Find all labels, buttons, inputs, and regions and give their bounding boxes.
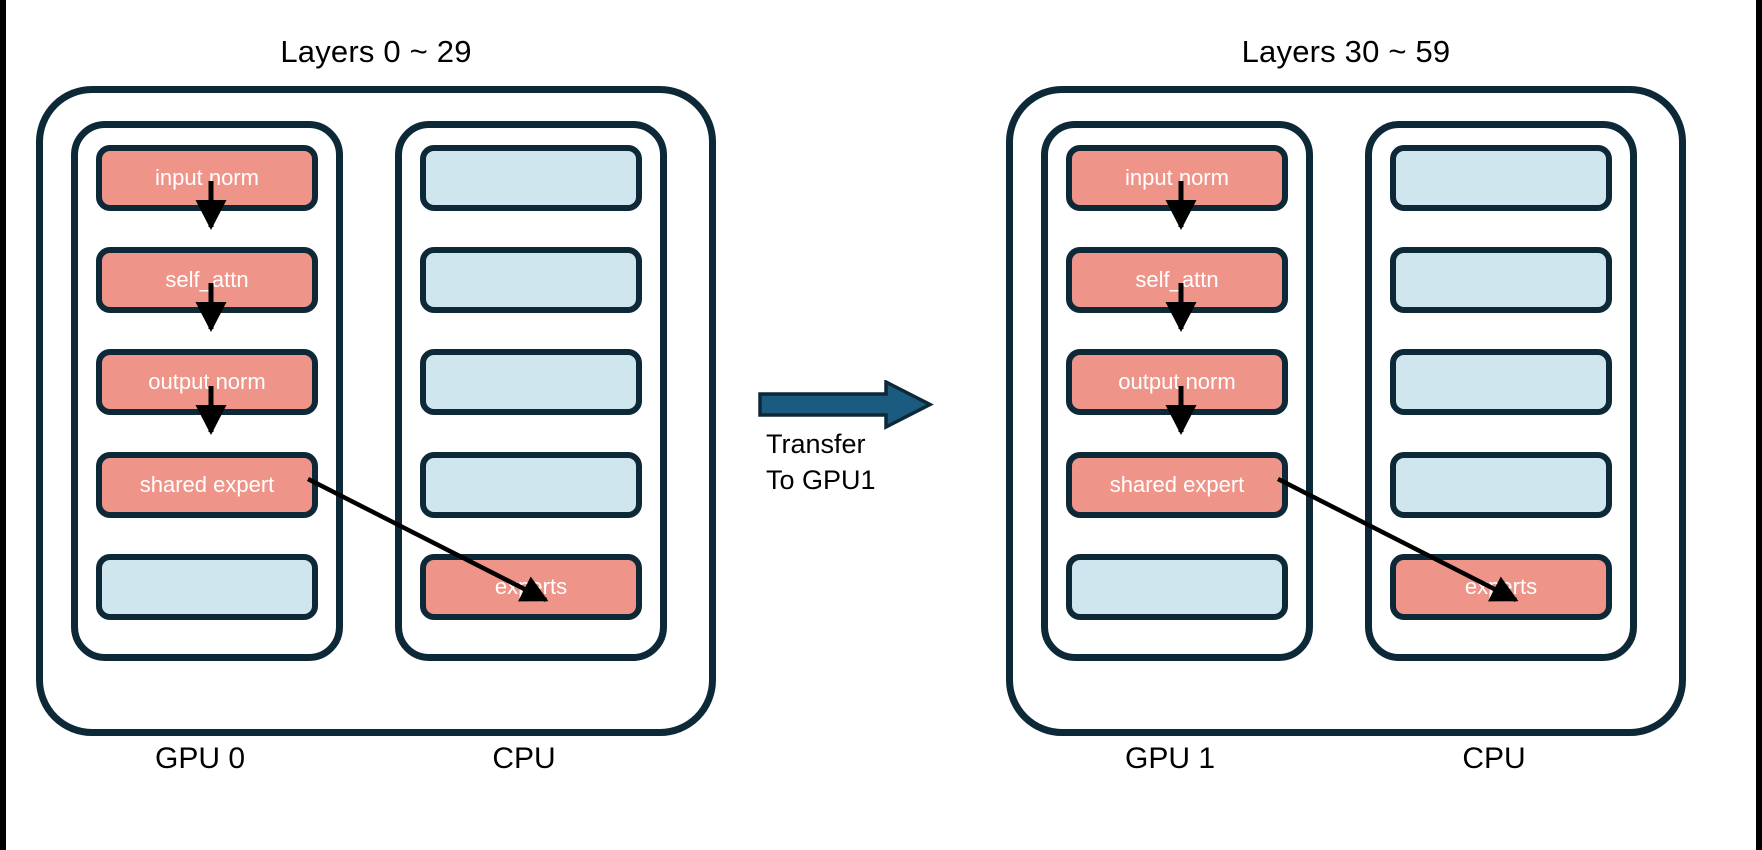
block-gpu-empty[interactable] <box>96 554 318 620</box>
cpu-column-1: experts <box>1365 121 1637 661</box>
block-self-attn[interactable]: self_attn <box>96 247 318 313</box>
cpu-column-0: experts <box>395 121 667 661</box>
device-label-cpu-1: CPU <box>1462 742 1526 775</box>
block-cpu-empty-3[interactable] <box>1390 349 1612 415</box>
block-experts[interactable]: experts <box>1390 554 1612 620</box>
group-title-layers-0-29: Layers 0 ~ 29 <box>280 34 472 69</box>
gpu-column-0: input norm self_attn output norm shared … <box>71 121 343 661</box>
transfer-label: Transfer To GPU1 <box>758 427 938 498</box>
transfer-label-line1: Transfer <box>766 429 866 459</box>
gpu-column-1: input norm self_attn output norm shared … <box>1041 121 1313 661</box>
block-cpu-empty-1[interactable] <box>1390 145 1612 211</box>
device-group-1: Layers 30 ~ 59 input norm self_attn outp… <box>1006 0 1686 790</box>
transfer-block-arrow-icon <box>758 379 934 430</box>
block-self-attn[interactable]: self_attn <box>1066 247 1288 313</box>
device-label-gpu-0: GPU 0 <box>154 742 246 775</box>
block-cpu-empty-2[interactable] <box>1390 247 1612 313</box>
block-shared-expert[interactable]: shared expert <box>96 452 318 518</box>
transfer-label-line2: To GPU1 <box>766 464 876 495</box>
block-cpu-empty-2[interactable] <box>420 247 642 313</box>
block-experts[interactable]: experts <box>420 554 642 620</box>
block-input-norm[interactable]: input norm <box>1066 145 1288 211</box>
block-shared-expert[interactable]: shared expert <box>1066 452 1288 518</box>
block-cpu-empty-1[interactable] <box>420 145 642 211</box>
block-cpu-empty-4[interactable] <box>1390 452 1612 518</box>
block-gpu-empty[interactable] <box>1066 554 1288 620</box>
device-label-cpu-0: CPU <box>492 742 556 775</box>
block-cpu-empty-3[interactable] <box>420 349 642 415</box>
transfer-arrow-group: Transfer To GPU1 <box>758 379 938 530</box>
device-group-0: Layers 0 ~ 29 input norm self_attn outpu… <box>36 0 716 790</box>
group-title-layers-30-59: Layers 30 ~ 59 <box>1241 34 1451 69</box>
block-output-norm[interactable]: output norm <box>96 349 318 415</box>
node-shell-1: input norm self_attn output norm shared … <box>1006 86 1686 736</box>
block-cpu-empty-4[interactable] <box>420 452 642 518</box>
block-input-norm[interactable]: input norm <box>96 145 318 211</box>
node-shell-0: input norm self_attn output norm shared … <box>36 86 716 736</box>
block-output-norm[interactable]: output norm <box>1066 349 1288 415</box>
device-label-gpu-1: GPU 1 <box>1124 742 1216 775</box>
